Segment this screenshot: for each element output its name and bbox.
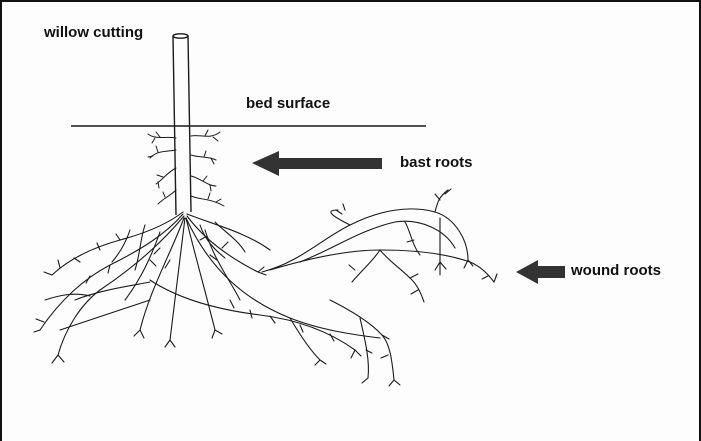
label-wound-roots: wound roots [570, 262, 661, 279]
wound-roots-arrow [516, 260, 565, 284]
label-willow-cutting: willow cutting [43, 24, 143, 41]
wound-roots [262, 189, 497, 386]
root-mass [34, 212, 380, 363]
bast-roots [148, 130, 224, 206]
bast-roots-arrow [252, 151, 382, 176]
label-bast-roots: bast roots [400, 154, 473, 171]
label-bed-surface: bed surface [246, 95, 330, 112]
willow-cutting-stem [173, 34, 191, 215]
